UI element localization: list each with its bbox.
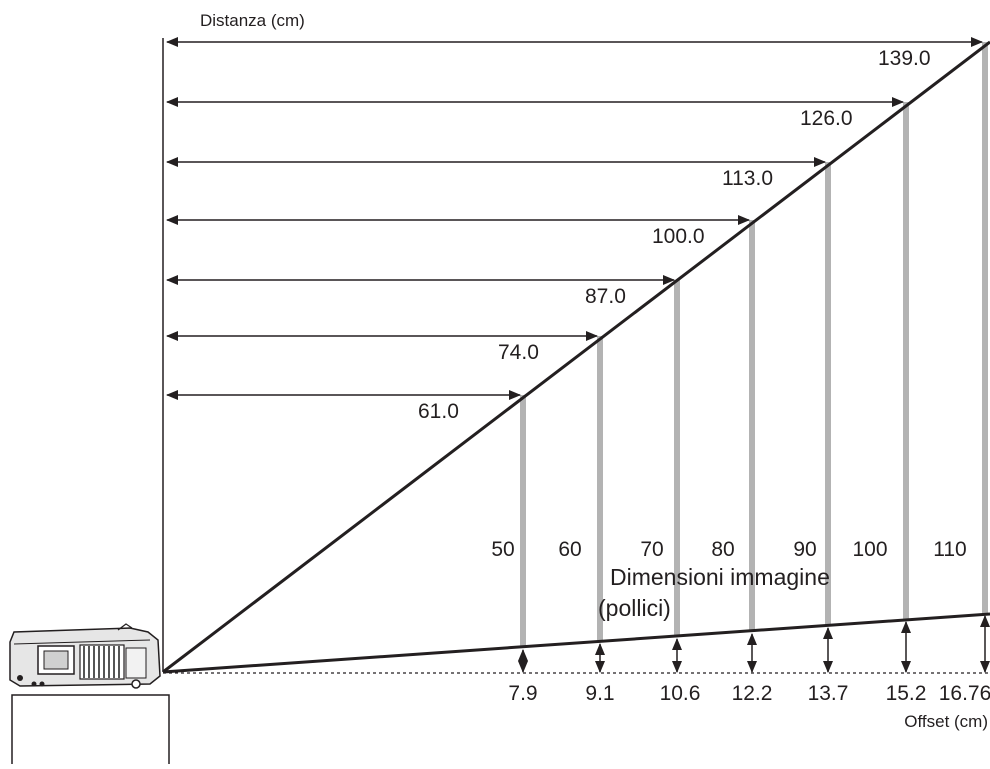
image-size-value: 80 [711,538,734,561]
offset-value: 9.1 [585,682,614,705]
image-size-value: 90 [793,538,816,561]
projection-top-edge [162,40,990,674]
offset-value: 13.7 [808,682,849,705]
row-110: 139.0 110 16.76 [166,37,990,705]
distance-value: 74.0 [498,341,539,364]
projector-icon [9,623,161,689]
distance-value: 126.0 [800,107,853,130]
offset-value: 10.6 [660,682,701,705]
offset-value: 16.76 [939,682,990,705]
row-70: 87.0 70 10.6 [166,275,701,705]
offset-axis-label: Offset (cm) [904,712,988,731]
distance-axis-label: Distanza (cm) [200,11,305,30]
distance-value: 113.0 [722,167,773,190]
distance-value: 87.0 [585,285,626,308]
image-size-value: 100 [852,538,887,561]
image-size-value: 70 [640,538,663,561]
row-100: 126.0 100 15.2 [166,97,927,705]
rows-layer: 61.0507.974.0609.187.07010.6100.08012.21… [166,37,990,705]
row-60: 74.0 60 9.1 [166,331,615,705]
row-50: 61.0 50 7.9 [166,390,538,705]
table-stand [11,694,170,769]
distance-value: 139.0 [878,47,931,70]
image-size-value: 110 [933,538,966,561]
offset-value: 7.9 [508,682,537,705]
image-size-value: 60 [558,538,581,561]
row-80: 100.0 80 12.2 [166,215,773,705]
distance-value: 61.0 [418,400,459,423]
vent-grille [79,644,125,680]
projection-bottom-edge [162,612,990,674]
offset-value: 15.2 [886,682,927,705]
row-90: 113.0 90 13.7 [166,157,849,705]
offset-value: 12.2 [732,682,773,705]
distance-value: 100.0 [652,225,705,248]
image-size-value: 50 [491,538,514,561]
image-size-title-line1: Dimensioni immagine [610,564,830,590]
image-size-title-line2: (pollici) [598,595,671,621]
